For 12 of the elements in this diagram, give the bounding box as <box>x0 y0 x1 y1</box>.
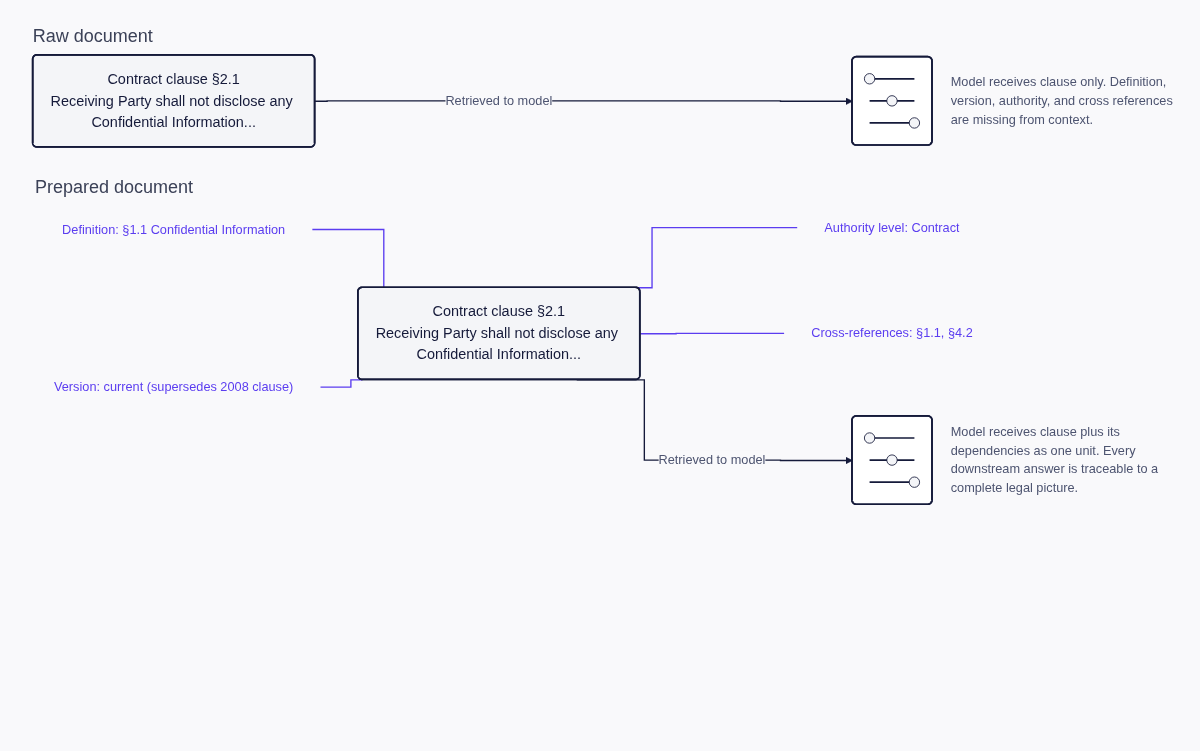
caption-text: Model receives clause plus its dependencies as one unit. Every downstream answer is traceable to a complete legal picture. <box>950 423 1160 497</box>
node-text: Cross-references: §1.1, §4.2 <box>811 325 973 340</box>
edge-label: Retrieved to model <box>445 93 553 108</box>
caption-text: Model receives clause only. Definition, version, authority, and cross references are missing from context. <box>950 73 1174 129</box>
connector <box>639 332 785 335</box>
node-text: Version: current (supersedes 2008 clause) <box>53 379 294 394</box>
section-heading: Raw document <box>32 24 153 47</box>
section-heading: Prepared document <box>34 176 194 199</box>
node-text: Definition: §1.1 Confidential Information <box>62 221 286 237</box>
edge-label: Retrieved to model <box>658 452 766 467</box>
node-text: Authority level: Contract <box>824 219 960 235</box>
connector <box>319 379 364 388</box>
